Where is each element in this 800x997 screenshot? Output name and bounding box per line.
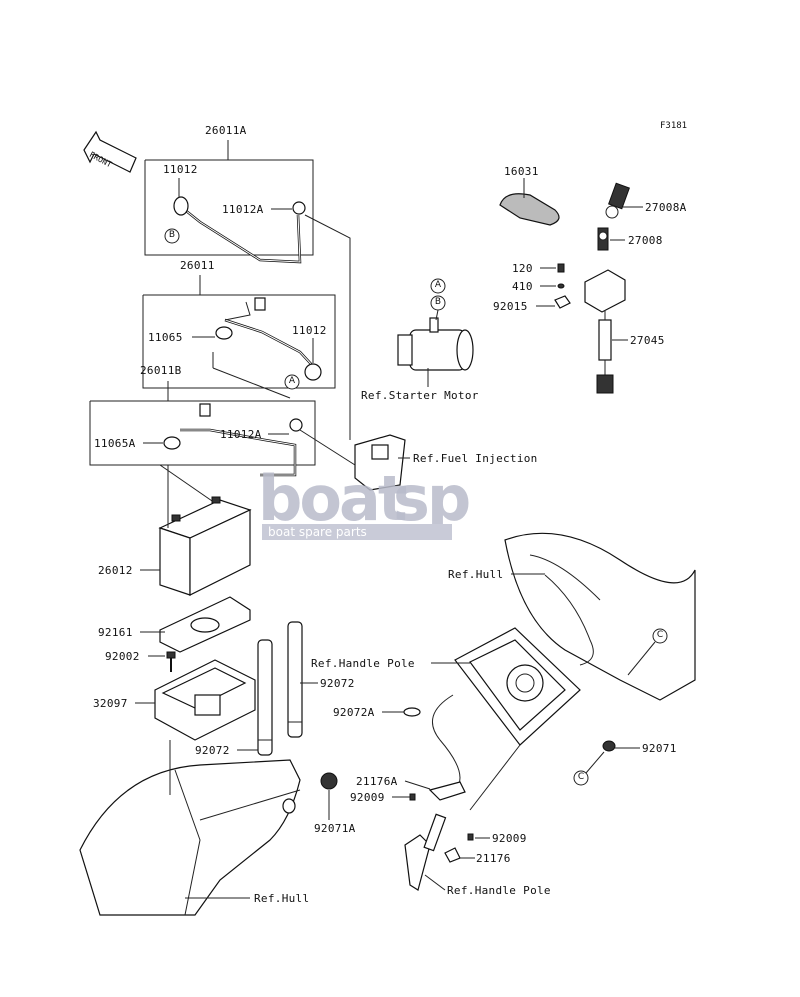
box-26011a bbox=[144, 159, 314, 256]
label-16031: 16031 bbox=[504, 165, 539, 178]
handle-pole-lower bbox=[404, 813, 447, 891]
label-26011: 26011 bbox=[180, 259, 215, 272]
label-92009-a: 92009 bbox=[350, 791, 385, 804]
figure-code: F3181 bbox=[660, 121, 688, 131]
cable-92072a bbox=[403, 694, 461, 791]
label-26011a: 26011A bbox=[205, 124, 247, 137]
label-11012-top: 11012 bbox=[163, 163, 198, 176]
cable-26011a bbox=[173, 196, 306, 264]
label-26011b: 26011B bbox=[140, 364, 182, 377]
label-ref-handle-pole-bottom: Ref.Handle Pole bbox=[447, 884, 551, 897]
label-11065a: 11065A bbox=[94, 437, 136, 450]
label-ref-fuel-injection: Ref.Fuel Injection bbox=[413, 452, 538, 465]
label-120: 120 bbox=[512, 262, 533, 275]
label-21176: 21176 bbox=[476, 852, 511, 865]
hull-right bbox=[504, 532, 696, 701]
label-92071: 92071 bbox=[642, 742, 677, 755]
ref-circle-a-starter: A bbox=[434, 280, 442, 290]
battery-case-32097 bbox=[154, 659, 256, 741]
ref-circle-b-left: B bbox=[168, 230, 176, 240]
label-11012a-low: 11012A bbox=[220, 428, 262, 441]
screw-92009-b bbox=[467, 833, 474, 841]
label-ref-starter-motor: Ref.Starter Motor bbox=[361, 389, 479, 402]
clamp-21176a bbox=[428, 781, 466, 801]
key-27008 bbox=[597, 227, 609, 251]
label-92072a: 92072A bbox=[333, 706, 375, 719]
label-21176a: 21176A bbox=[356, 775, 398, 788]
label-92161: 92161 bbox=[98, 626, 133, 639]
box-26011b bbox=[89, 400, 316, 466]
label-32097: 32097 bbox=[93, 697, 128, 710]
key-27008a bbox=[605, 182, 630, 219]
grommet-92071 bbox=[602, 740, 616, 752]
label-11012a-top: 11012A bbox=[222, 203, 264, 216]
label-92009-b: 92009 bbox=[492, 832, 527, 845]
ref-circle-c-low: C bbox=[577, 772, 585, 782]
switch-27045 bbox=[584, 269, 626, 394]
hull-left bbox=[79, 759, 338, 916]
label-11012-mid: 11012 bbox=[292, 324, 327, 337]
ref-circle-b-starter: B bbox=[434, 297, 442, 307]
label-ref-hull-bottom: Ref.Hull bbox=[254, 892, 310, 905]
battery-tray-92161 bbox=[159, 596, 251, 653]
fuel-injection-bracket bbox=[354, 434, 406, 491]
clip-21176 bbox=[444, 847, 461, 863]
washer-410 bbox=[557, 283, 565, 289]
label-ref-hull-right: Ref.Hull bbox=[448, 568, 504, 581]
label-11065: 11065 bbox=[148, 331, 183, 344]
screw-120 bbox=[557, 263, 565, 273]
front-arrow-icon bbox=[83, 130, 137, 173]
bolt-92002 bbox=[166, 651, 176, 672]
strap-92072-a bbox=[257, 639, 273, 756]
screw-92009-a bbox=[409, 793, 416, 801]
label-26012: 26012 bbox=[98, 564, 133, 577]
battery-26012 bbox=[158, 496, 252, 596]
label-92072-b: 92072 bbox=[195, 744, 230, 757]
ref-circle-a-mid: A bbox=[288, 376, 296, 386]
label-ref-handle-pole-top: Ref.Handle Pole bbox=[311, 657, 415, 670]
label-92015: 92015 bbox=[493, 300, 528, 313]
ref-circle-c-hull: C bbox=[656, 630, 664, 640]
nut-92015 bbox=[554, 295, 571, 309]
watermark-brand-b: sp bbox=[393, 462, 471, 535]
label-92072-a: 92072 bbox=[320, 677, 355, 690]
watermark-brand-a: boat bbox=[258, 462, 407, 535]
lanyard-16031 bbox=[499, 193, 560, 226]
cable-26011 bbox=[215, 297, 322, 381]
label-410: 410 bbox=[512, 280, 533, 293]
label-92071a: 92071A bbox=[314, 822, 356, 835]
starter-motor bbox=[397, 317, 474, 371]
strap-92072-b bbox=[287, 621, 303, 738]
label-27008: 27008 bbox=[628, 234, 663, 247]
watermark-tagline: boat spare parts bbox=[262, 524, 452, 540]
label-27045: 27045 bbox=[630, 334, 665, 347]
label-27008a: 27008A bbox=[645, 201, 687, 214]
cable-26011b bbox=[163, 403, 303, 477]
box-26011 bbox=[142, 294, 336, 389]
handle-pole-plate bbox=[454, 627, 581, 746]
label-92002: 92002 bbox=[105, 650, 140, 663]
